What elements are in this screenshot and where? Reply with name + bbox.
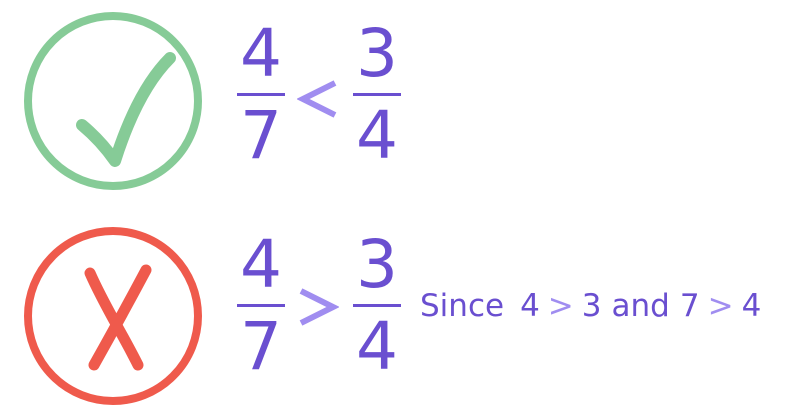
value: 7 — [679, 288, 700, 324]
since-label: Since — [420, 288, 505, 324]
greater-than-symbol — [297, 287, 339, 327]
denominator: 7 — [240, 308, 282, 385]
value: 3 — [581, 288, 602, 324]
numerator: 3 — [356, 226, 398, 303]
x-circle-icon — [18, 225, 208, 407]
denominator: 4 — [356, 308, 398, 385]
numerator: 4 — [240, 15, 282, 92]
value: 4 — [520, 288, 540, 324]
greater-than-symbol: > — [547, 288, 574, 324]
explanation-text: Since 4 > 3 and 7 > 4 — [420, 286, 761, 326]
check-circle-icon — [18, 10, 208, 192]
less-than-symbol — [297, 79, 339, 119]
numerator: 4 — [240, 226, 282, 303]
fraction-bar — [353, 93, 401, 96]
numerator: 3 — [356, 15, 398, 92]
denominator: 7 — [240, 97, 282, 174]
greater-than-symbol: > — [707, 288, 734, 324]
fraction-bar — [237, 304, 285, 307]
fraction-bar — [237, 93, 285, 96]
value: 4 — [741, 288, 762, 324]
and-label: and — [611, 288, 670, 324]
fraction-bar — [353, 304, 401, 307]
denominator: 4 — [356, 97, 398, 174]
